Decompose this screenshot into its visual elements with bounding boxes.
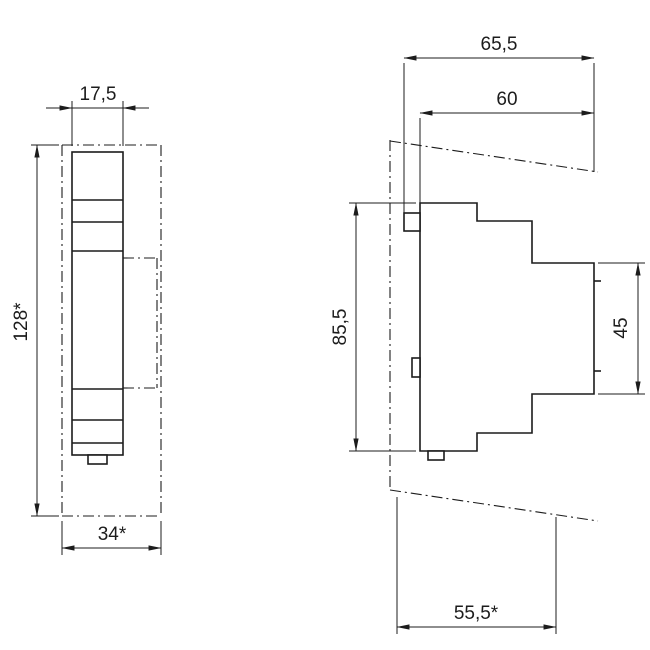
rail-claw-marks: [594, 280, 601, 372]
dim-label-front-width: 17,5: [80, 84, 117, 105]
dim-label-front-height: 128*: [11, 302, 32, 342]
dim-label-side-depth-body: 60: [496, 89, 517, 110]
dim-side-depth-lower: 55,5*: [396, 497, 557, 634]
dim-label-side-depth-total: 65,5: [481, 34, 518, 55]
device-front-section-lines: [72, 199, 123, 444]
side-mounting-tab: [427, 450, 445, 461]
dim-side-height: 85,5: [330, 202, 416, 452]
dim-side-depth-total: 65,5: [403, 34, 595, 214]
front-lever-tab: [403, 212, 421, 232]
dim-label-side-rail-height: 45: [611, 317, 632, 338]
phantom-line: [389, 489, 599, 522]
front-phantom-outline: [61, 144, 162, 517]
front-din-rail-phantom: [123, 257, 158, 389]
dim-front-width: 17,5: [46, 84, 149, 146]
side-view: [389, 140, 601, 522]
dim-front-height: 128*: [11, 144, 59, 517]
dim-label-front-overall-width: 34*: [98, 524, 127, 545]
dim-side-rail-height: 45: [598, 262, 645, 395]
side-view-dimensions: 65,5 60 85,5 45 55,5*: [330, 34, 645, 634]
dim-label-side-depth-lower: 55,5*: [454, 603, 499, 624]
front-view-dimensions: 17,5 128* 34*: [11, 84, 162, 555]
device-side-profile: [419, 202, 595, 452]
side-phantom-outline: [389, 140, 599, 522]
dim-front-overall-width: 34*: [61, 521, 162, 555]
dim-label-side-height: 85,5: [330, 309, 351, 346]
device-front-body: [71, 151, 124, 456]
phantom-line: [389, 140, 599, 173]
dim-side-depth-body: 60: [419, 89, 595, 203]
front-mounting-tab: [87, 454, 108, 465]
front-view: [61, 144, 162, 517]
front-lower-notch: [411, 357, 421, 378]
